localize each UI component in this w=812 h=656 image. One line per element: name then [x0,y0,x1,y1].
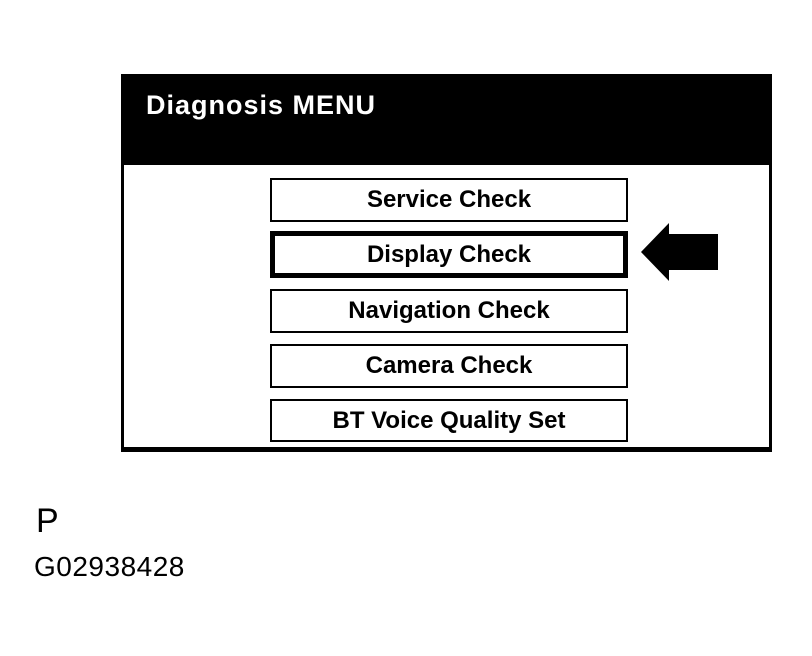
arrow-left-icon [641,223,718,281]
page-title: Diagnosis MENU [146,90,377,120]
menu-button-bt-voice-quality-set[interactable]: BT Voice Quality Set [270,399,628,442]
menu-button-camera-check[interactable]: Camera Check [270,344,628,388]
figure-id-label: G02938428 [34,551,185,582]
menu-button-label: Camera Check [365,352,533,379]
menu-button-navigation-check[interactable]: Navigation Check [270,289,628,333]
menu-button-label: Navigation Check [348,297,550,324]
menu-button-display-check[interactable]: Display Check [270,231,628,278]
menu-button-label: Display Check [366,240,532,268]
menu-button-label: Service Check [366,186,532,213]
menu-button-label: BT Voice Quality Set [332,406,566,434]
figure-letter-label: P [36,502,59,540]
menu-button-service-check[interactable]: Service Check [270,178,628,222]
panel-header: Diagnosis MENU [121,74,772,165]
